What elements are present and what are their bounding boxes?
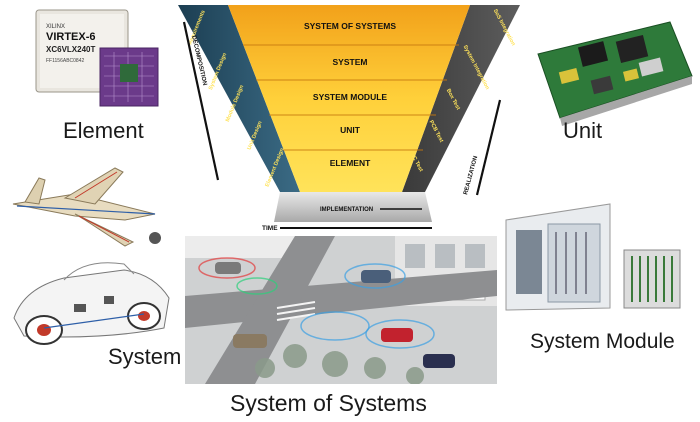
caption-system-module: System Module (530, 330, 675, 353)
left-band (178, 5, 300, 192)
realization-arrow (475, 99, 502, 196)
level-label: SYSTEM (333, 57, 368, 67)
element-chip-image: XILINX VIRTEX-6 XC6VLX240T FF1156ABC0842 (28, 4, 168, 114)
caption-element: Element (63, 118, 144, 143)
implementation-label: IMPLEMENTATION (320, 207, 373, 213)
level-label: UNIT (340, 125, 361, 135)
chip-family: VIRTEX-6 (46, 31, 96, 43)
time-label: TIME (262, 225, 278, 232)
v-diagram: SYSTEM OF SYSTEMS SYSTEM SYSTEM MODULE U… (178, 5, 520, 232)
system-module-image (498, 198, 698, 318)
realization-label: REALIZATION (463, 155, 479, 195)
system-car-image (4, 248, 179, 353)
unit-board-image (520, 14, 695, 129)
level-label: SYSTEM OF SYSTEMS (304, 21, 396, 31)
chip-code: FF1156ABC0842 (46, 58, 84, 64)
system-jet-image (5, 158, 170, 253)
decomposition-arrow (182, 21, 220, 181)
caption-system: System (108, 344, 182, 369)
funnel (228, 5, 470, 192)
system-of-systems-image (185, 236, 497, 384)
caption-unit: Unit (563, 118, 603, 143)
chip-brand: XILINX (46, 24, 65, 30)
level-label: SYSTEM MODULE (313, 92, 387, 102)
chip-part: XC6VLX240T (46, 45, 95, 54)
base-slab (274, 192, 432, 222)
right-band (402, 5, 520, 192)
level-label: ELEMENT (330, 158, 371, 168)
caption-system-of-systems: System of Systems (230, 390, 427, 416)
